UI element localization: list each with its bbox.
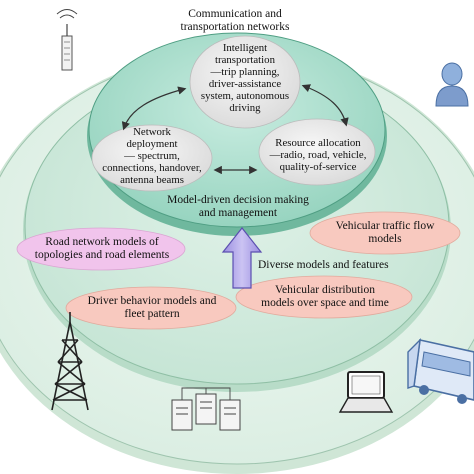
vehicular-traffic-flow-models-text: Vehicular traffic flow models (335, 220, 435, 245)
driver-behavior-models-text: Driver behavior models and fleet pattern (87, 295, 217, 320)
top-layer-label: Model-driven decision making and managem… (167, 194, 309, 219)
model-vehicular-distribution (235, 275, 413, 319)
user-icon (435, 62, 469, 107)
resource-allocation-text: Resource allocation —radio, road, vehicl… (269, 137, 367, 174)
bus-icon (407, 338, 474, 404)
arrow-intelligent-to-resource (301, 84, 349, 127)
upward-arrow (221, 227, 263, 289)
server-icon (171, 387, 241, 431)
transmission-tower-icon (51, 312, 89, 411)
antenna-icon (56, 9, 78, 71)
model-driver-behavior (65, 286, 237, 330)
outer-layer-label: Communication and transportation network… (180, 8, 290, 33)
road-network-models-text: Road network models of topologies and ro… (34, 236, 170, 261)
arrow-intelligent-to-network (121, 86, 187, 131)
model-vehicular-traffic-flow (309, 211, 461, 255)
bubble-intelligent-transportation (189, 35, 301, 129)
diverse-models-label: Diverse models and features (258, 259, 389, 271)
intelligent-transportation-text: Intelligent transportation —trip plannin… (200, 42, 290, 115)
network-deployment-text: Network deployment — spectrum, connectio… (102, 126, 202, 187)
model-road-network (16, 227, 186, 271)
laptop-icon (338, 371, 394, 413)
vehicular-distribution-models-text: Vehicular distribution models over space… (261, 284, 389, 309)
